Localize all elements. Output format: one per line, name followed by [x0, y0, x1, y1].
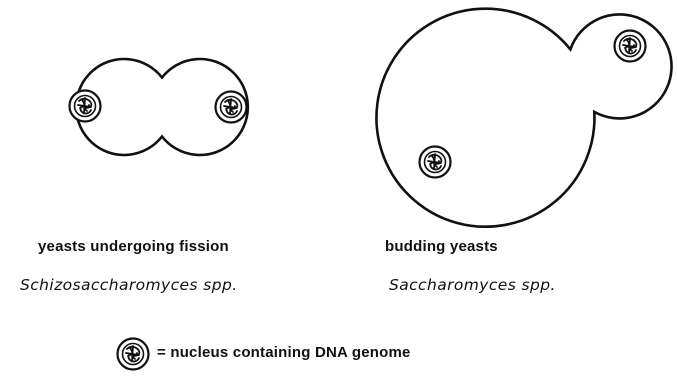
fission-genus: Schizosaccharomyces spp. [20, 276, 238, 294]
nucleus-icon [615, 31, 646, 62]
nucleus-icon [216, 92, 247, 123]
budding-yeast-cell [376, 9, 671, 227]
budding-label: budding yeasts [385, 238, 498, 255]
legend-text: = nucleus containing DNA genome [157, 344, 411, 361]
nucleus-icon [70, 91, 101, 122]
fission-label: yeasts undergoing fission [38, 238, 229, 255]
nucleus-icon [420, 147, 451, 178]
legend-nucleus-icon [118, 339, 149, 370]
budding-genus: Saccharomyces spp. [389, 276, 556, 294]
fission-yeast-cell [70, 59, 248, 155]
